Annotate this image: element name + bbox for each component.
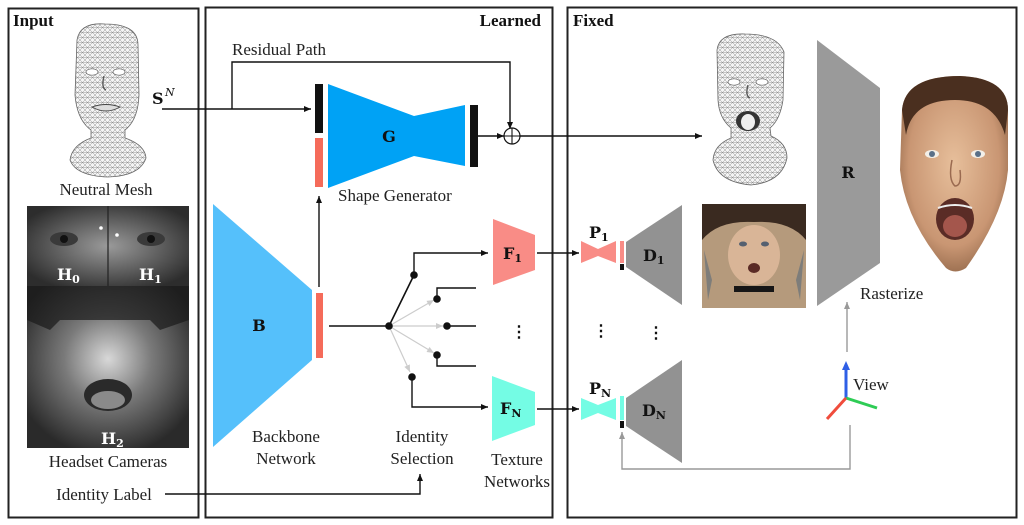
projector-pn [581, 398, 616, 420]
mesh-symbol: S [152, 89, 164, 108]
learned-section-box [204, 6, 554, 519]
headset-cameras-label: Headset Cameras [49, 452, 167, 471]
generator-symbol: G [382, 127, 396, 146]
headset-cameras-image [27, 206, 189, 448]
texture-ellipsis: ⋮ [511, 322, 527, 341]
texture-network-fn-label: FN [500, 399, 521, 420]
fixed-section-box [566, 6, 1018, 519]
texture-network-fn [492, 376, 535, 441]
selection-label-line1: Identity [396, 427, 449, 446]
mesh-symbol-sup: N [164, 86, 175, 99]
sum-node-icon [503, 127, 521, 145]
shape-generator-label: Shape Generator [338, 186, 452, 205]
view-axes-icon [825, 361, 878, 421]
camera-tag-h0: H0 [57, 265, 80, 286]
decoder-ellipsis: ⋮ [648, 323, 664, 342]
view-to-decoder-line [619, 425, 851, 470]
view-label: View [853, 375, 890, 394]
input-section-title: Input [13, 11, 54, 30]
backbone-network-block [213, 204, 312, 447]
projector-p1-label: P1 [589, 223, 609, 244]
rasterizer-block [817, 40, 880, 306]
rendered-face-image [900, 76, 1008, 272]
backbone-label-line1: Backbone [252, 427, 320, 446]
p1-code-bar [620, 241, 624, 263]
backbone-symbol: B [252, 316, 266, 335]
fixed-section-title: Fixed [573, 11, 614, 30]
camera-tag-h1: H1 [139, 265, 162, 286]
decoder-dn-label: DN [642, 401, 666, 422]
texture-label-line2: Networks [484, 472, 550, 491]
rasterize-label: Rasterize [860, 284, 923, 303]
identity-label-arrow [165, 474, 423, 495]
decoder-d1 [626, 205, 682, 305]
camera-tag-h2: H2 [101, 429, 124, 450]
neutral-mesh-image [69, 23, 147, 178]
decoder-d1-label: D1 [643, 246, 665, 267]
texture-network-f1-label: F1 [503, 244, 522, 265]
projector-ellipsis: ⋮ [593, 321, 609, 340]
pn-code-bar [620, 396, 624, 420]
texture-label-line1: Texture [491, 450, 543, 469]
selection-label-line2: Selection [390, 449, 454, 468]
backbone-label-line2: Network [256, 449, 316, 468]
generator-input-bar-code [315, 138, 323, 187]
input-section-box [7, 7, 200, 519]
rasterizer-symbol: R [841, 163, 855, 182]
shape-generator-block [328, 84, 465, 188]
identity-label-text: Identity Label [56, 485, 152, 504]
residual-path-line [231, 61, 513, 129]
pn-view-bar [620, 421, 624, 428]
output-mesh-image [712, 33, 788, 186]
decoder-dn [626, 360, 682, 463]
neutral-mesh-label: Neutral Mesh [59, 180, 153, 199]
identity-selection-switch [329, 250, 488, 410]
p1-view-bar [620, 264, 624, 270]
generator-output-bar [470, 105, 478, 167]
projector-p1 [581, 241, 616, 263]
generator-input-bar-mesh [315, 84, 323, 133]
learned-section-title: Learned [480, 11, 542, 30]
texture-network-f1 [493, 219, 535, 285]
texture-atlas-image [702, 204, 806, 308]
backbone-code-bar [316, 293, 323, 358]
residual-path-label: Residual Path [232, 40, 326, 59]
projector-pn-label: PN [589, 379, 611, 400]
